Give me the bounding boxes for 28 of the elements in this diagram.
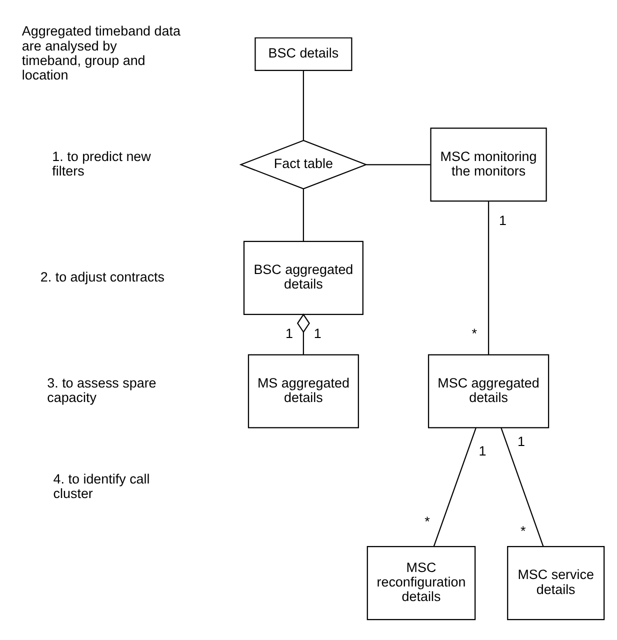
label: 1 [314, 326, 322, 342]
node-box: BSC aggregated details [243, 240, 364, 315]
label: 1 [498, 212, 506, 228]
label: * [424, 514, 430, 530]
connector [302, 188, 304, 242]
connector [366, 164, 430, 166]
node-box: MSC service details [507, 546, 605, 620]
label: * [472, 326, 478, 341]
node-box: MS aggregated details [248, 354, 359, 428]
label: 1. to predict new filters [52, 148, 151, 178]
node-box: MSC aggregated details [428, 354, 550, 428]
connector [433, 428, 476, 547]
label: 1 [478, 443, 486, 458]
node-diamond: Fact table [239, 140, 368, 190]
connector [302, 70, 304, 140]
node-box: MSC reconfiguration details [366, 546, 476, 620]
label: 2. to adjust contracts [40, 269, 165, 284]
connector [488, 201, 490, 355]
label: 3. to assess spare capacity [47, 375, 156, 405]
label: Aggregated timeband data are analysed by timeband, group and location [22, 24, 180, 82]
node-box: MSC monitoring the monitors [430, 128, 547, 202]
label: 4. to identify call cluster [53, 471, 150, 501]
label: * [520, 524, 526, 539]
label: 1 [286, 326, 294, 341]
label: 1 [518, 434, 526, 449]
connector [296, 314, 310, 355]
node-box: BSC details [254, 37, 352, 71]
connector [500, 428, 544, 547]
